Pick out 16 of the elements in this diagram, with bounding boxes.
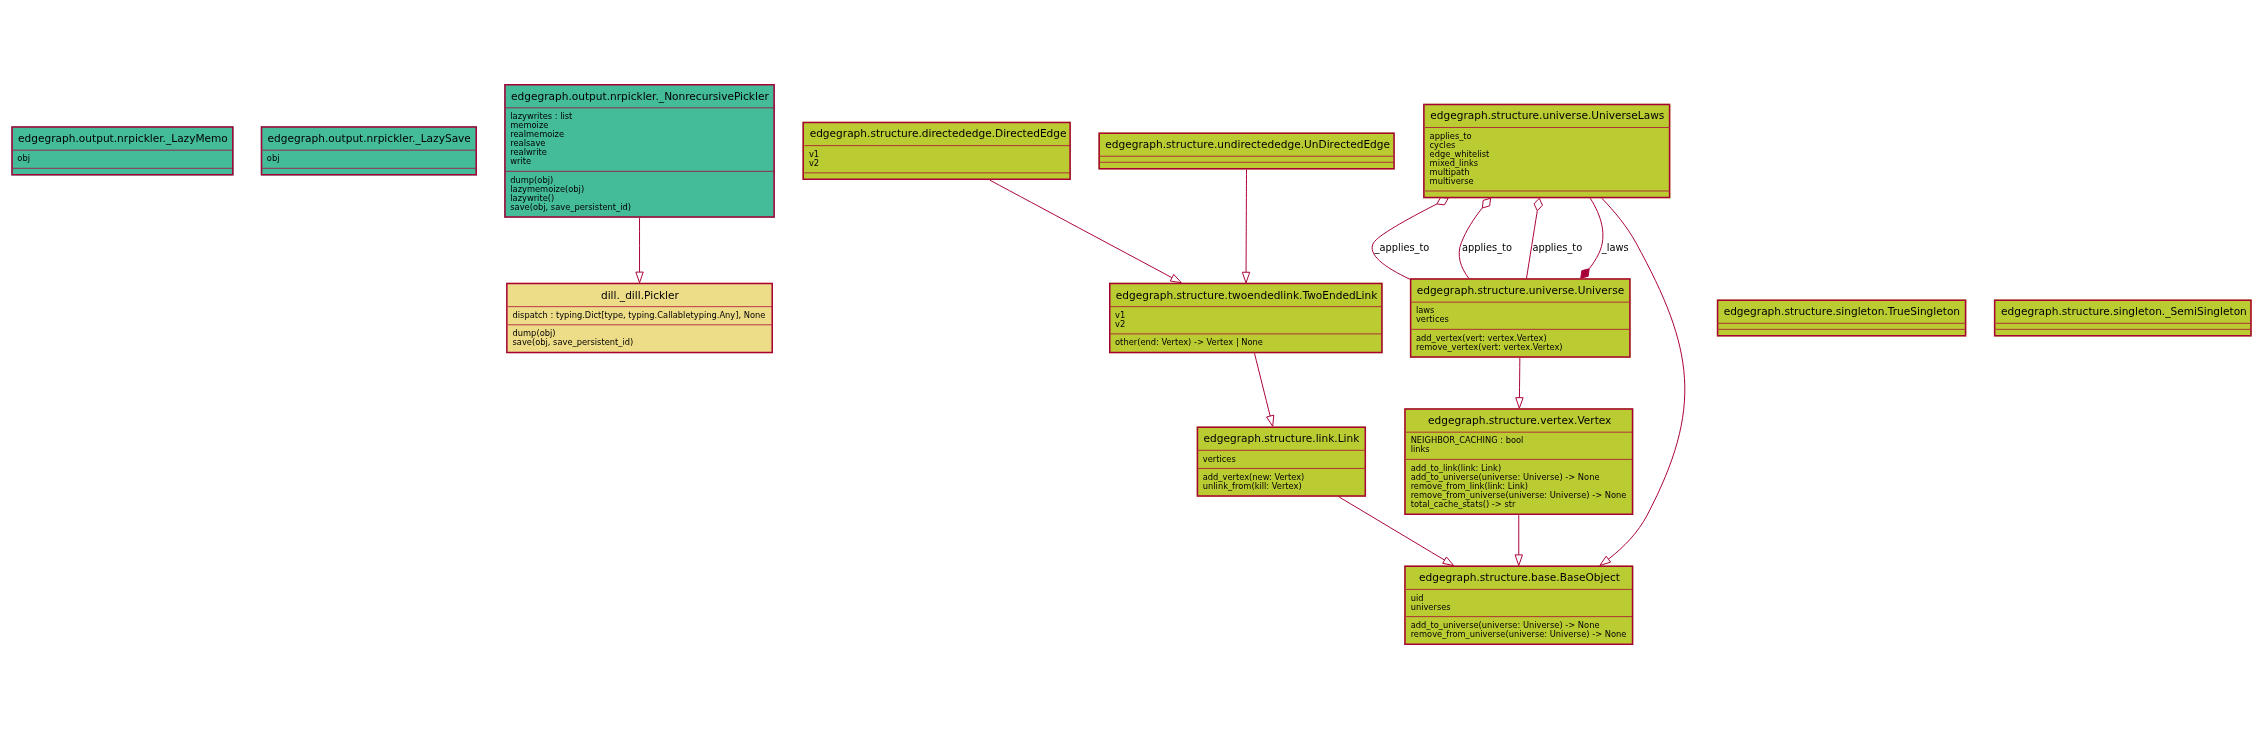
arrow (635, 217, 644, 284)
arrow (989, 179, 1182, 284)
connector (1458, 197, 1492, 279)
edge-label: _applies_to (1374, 241, 1430, 253)
connector (1580, 197, 1604, 279)
arrow (1599, 197, 1686, 566)
arrow (1253, 352, 1275, 427)
arrow (1514, 514, 1523, 566)
arrow (1338, 496, 1455, 567)
arrow (1241, 169, 1251, 284)
edge-label: applies_to (1532, 241, 1583, 253)
edge-label: applies_to (1462, 241, 1512, 253)
arrow (1515, 357, 1524, 409)
edge-label: _laws (1601, 241, 1629, 253)
connector (1526, 197, 1543, 279)
connector (1371, 196, 1449, 280)
